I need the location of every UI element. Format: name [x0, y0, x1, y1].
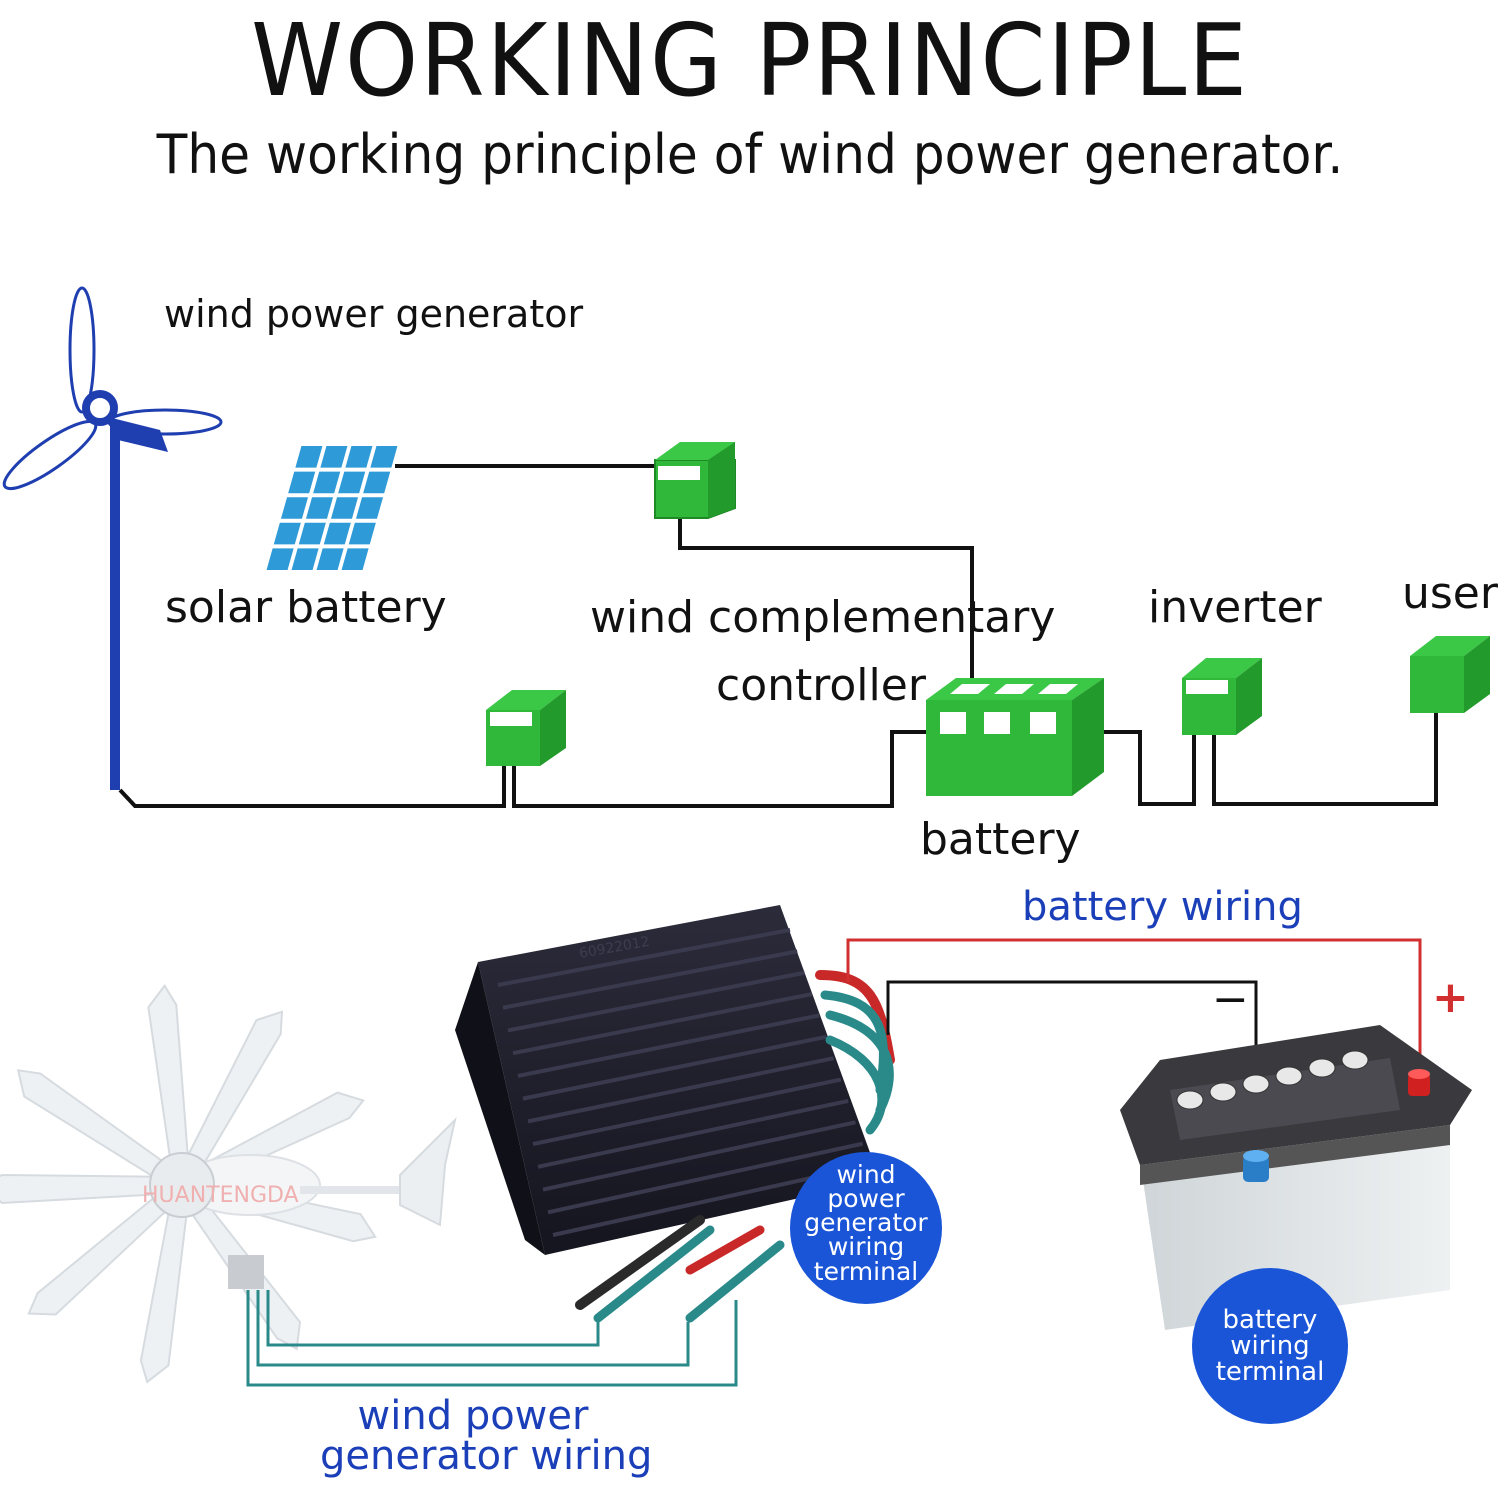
wind-terminal-text-5: terminal [814, 1257, 918, 1286]
label-user: user [1402, 568, 1498, 619]
battery-terminal-text-2: wiring [1230, 1331, 1309, 1361]
wind-wiring-lines [246, 1290, 738, 1387]
wind-terminal-text-2: power [827, 1184, 905, 1213]
label-wind-wiring-line2: generator wiring [320, 1433, 653, 1479]
inverter-box-icon [1182, 658, 1262, 735]
wind-terminal-badge: wind power generator wiring terminal [790, 1152, 942, 1304]
car-battery-illustration [1120, 1025, 1472, 1330]
label-wind-power-generator: wind power generator [164, 292, 584, 336]
controller-cables [575, 970, 895, 1323]
controller-box-icon [654, 442, 736, 519]
solar-panel-icon [266, 446, 398, 570]
wind-terminal-text-4: wiring [828, 1232, 904, 1261]
charge-controller-illustration: 60922012 [455, 905, 880, 1255]
wind-terminal-text-3: generator [804, 1208, 928, 1237]
page-title: WORKING PRINCIPLE [251, 2, 1249, 119]
minus-sign: − [1212, 974, 1249, 1025]
label-inverter: inverter [1148, 582, 1322, 633]
white-turbine-illustration [0, 983, 457, 1384]
label-controller-line2: controller [716, 660, 926, 711]
watermark-text: HUANTENGDA [142, 1183, 299, 1208]
user-box-icon [1410, 636, 1490, 713]
battery-terminal-text-3: terminal [1216, 1357, 1325, 1387]
label-battery-wiring: battery wiring [1022, 884, 1303, 930]
battery-terminal-badge: battery wiring terminal [1192, 1268, 1348, 1424]
wind-terminal-text-1: wind [836, 1160, 895, 1189]
label-controller-line1: wind complementary [590, 592, 1056, 643]
battery-box-icon [926, 678, 1104, 796]
label-solar-battery: solar battery [165, 582, 447, 633]
label-battery: battery [920, 814, 1081, 865]
wind-turbine-icon [2, 286, 223, 790]
schematic-wires [118, 464, 1438, 808]
plus-sign: + [1432, 972, 1469, 1023]
wind-controller-box-icon [486, 690, 566, 766]
label-wind-wiring-line1: wind power [357, 1393, 589, 1439]
page-subtitle: The working principle of wind power gene… [156, 123, 1344, 186]
battery-terminal-text-1: battery [1223, 1305, 1318, 1335]
